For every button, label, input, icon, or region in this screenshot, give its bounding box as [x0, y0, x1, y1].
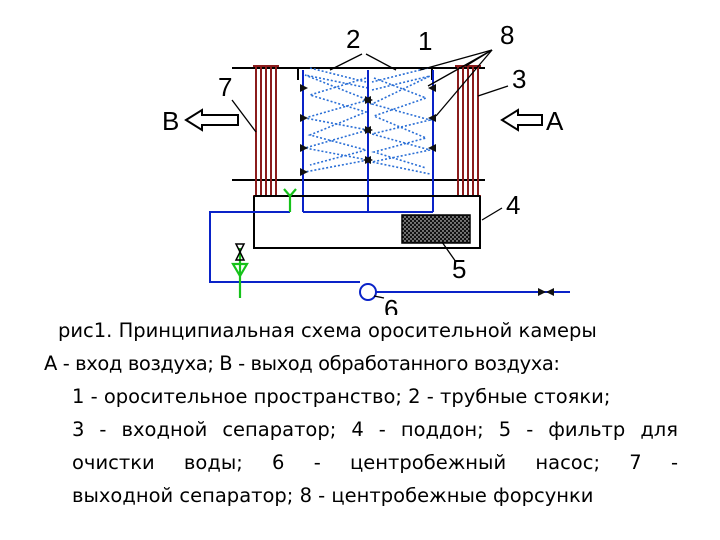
leader-lines [231, 49, 509, 299]
tray [253, 195, 481, 249]
caption-line: 1 - оросительное пространство; 2 - трубн… [72, 385, 611, 408]
valve-line [231, 188, 297, 298]
caption-line: 3 - входной сепаратор; 4 - поддон; 5 - ф… [72, 418, 678, 441]
label-8: 8 [500, 20, 514, 50]
figure-caption: рис1. Принципиальная схема оросительной … [0, 312, 720, 540]
inlet-separator [455, 65, 481, 197]
caption-line: А - вход воздуха; В - выход обработанног… [44, 352, 560, 375]
standpipes [302, 70, 434, 212]
label-inlet: А [546, 106, 564, 136]
water-filter [401, 214, 471, 244]
caption-line: выходной сепаратор; 8 - центробежные фор… [72, 484, 594, 507]
valve-icon [234, 243, 246, 261]
water-pipe [209, 211, 570, 293]
chamber-frame [232, 67, 485, 181]
inlet-arrow-icon [500, 108, 543, 132]
label-outlet: В [162, 106, 179, 136]
caption-line: очистки воды; 6 - центробежный насос; 7 … [72, 451, 678, 474]
outlet-separator [253, 65, 279, 197]
nozzles [300, 84, 436, 176]
label-5: 5 [452, 254, 466, 284]
spray-chamber-diagram: 2 1 8 7 3 В А 4 5 6 [162, 20, 570, 315]
label-1: 1 [418, 26, 432, 56]
label-4: 4 [506, 190, 520, 220]
label-3: 3 [512, 64, 526, 94]
caption-title: рис1. Принципиальная схема оросительной … [58, 319, 597, 342]
pump-icon [359, 283, 377, 301]
label-7: 7 [218, 72, 232, 102]
outlet-arrow-icon [184, 108, 239, 132]
label-6: 6 [384, 294, 398, 315]
outlet-valve-icon [538, 288, 554, 296]
label-2: 2 [346, 24, 360, 54]
spray-pattern [304, 67, 434, 175]
